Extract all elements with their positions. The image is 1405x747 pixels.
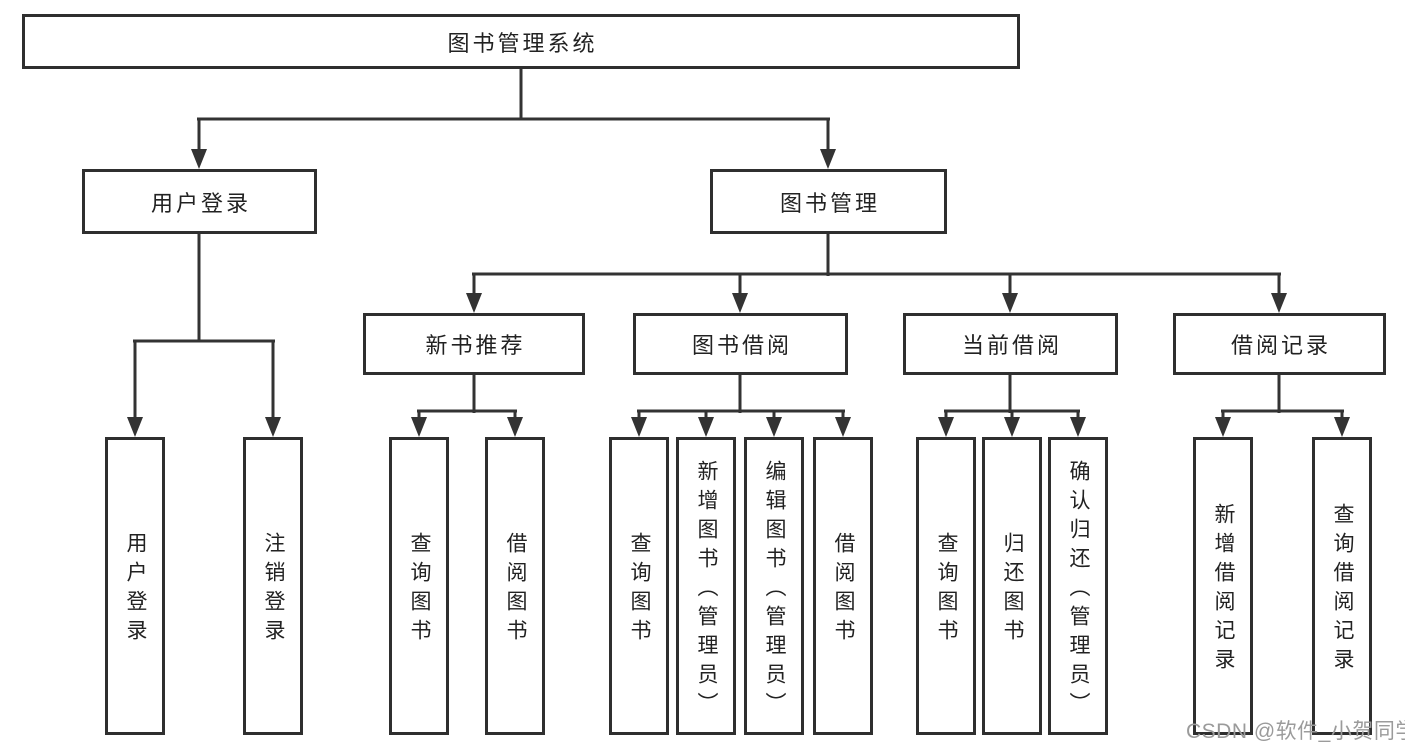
arrowhead-leaf-user-login <box>127 417 143 437</box>
node-borrow-records: 借阅记录 <box>1173 313 1386 375</box>
arrowhead-return-book <box>1004 417 1020 437</box>
leaf-add-book-admin: 新增图书（管理员） <box>676 437 736 735</box>
arrowhead-query-books-2 <box>631 417 647 437</box>
leaf-edit-book-admin: 编辑图书（管理员） <box>744 437 804 735</box>
watermark: CSDN @软件_小贺同学 <box>1186 720 1405 743</box>
leaf-borrow-books-borrowing: 借阅图书 <box>813 437 873 735</box>
arrowhead-query-record <box>1334 417 1350 437</box>
arrowhead-current-borrowing <box>1002 293 1018 313</box>
arrowhead-user-login <box>191 149 207 169</box>
leaf-query-books-recommend: 查询图书 <box>389 437 449 735</box>
node-book-borrowing: 图书借阅 <box>633 313 848 375</box>
node-new-book-recommend: 新书推荐 <box>363 313 585 375</box>
arrowhead-borrow-records <box>1271 293 1287 313</box>
arrowhead-borrow-books-1 <box>507 417 523 437</box>
arrowhead-query-books-3 <box>938 417 954 437</box>
arrowhead-new-book <box>466 293 482 313</box>
node-library-system: 图书管理系统 <box>22 14 1020 69</box>
leaf-user-login: 用户登录 <box>105 437 165 735</box>
arrowhead-add-record <box>1215 417 1231 437</box>
arrowhead-edit-book <box>766 417 782 437</box>
arrowhead-query-books-1 <box>411 417 427 437</box>
arrowhead-book-borrowing <box>732 293 748 313</box>
leaf-return-book: 归还图书 <box>982 437 1042 735</box>
leaf-borrow-books-recommend: 借阅图书 <box>485 437 545 735</box>
arrowhead-leaf-logout <box>265 417 281 437</box>
arrowhead-borrow-books-2 <box>835 417 851 437</box>
arrowhead-confirm-return <box>1070 417 1086 437</box>
node-book-management: 图书管理 <box>710 169 947 234</box>
arrowhead-add-book <box>698 417 714 437</box>
leaf-query-books-borrowing: 查询图书 <box>609 437 669 735</box>
node-current-borrowing: 当前借阅 <box>903 313 1118 375</box>
leaf-logout: 注销登录 <box>243 437 303 735</box>
node-user-login: 用户登录 <box>82 169 317 234</box>
leaf-query-books-current: 查询图书 <box>916 437 976 735</box>
leaf-query-borrow-record: 查询借阅记录 <box>1312 437 1372 735</box>
leaf-confirm-return-admin: 确认归还（管理员） <box>1048 437 1108 735</box>
arrowhead-book-management <box>820 149 836 169</box>
leaf-add-borrow-record: 新增借阅记录 <box>1193 437 1253 735</box>
